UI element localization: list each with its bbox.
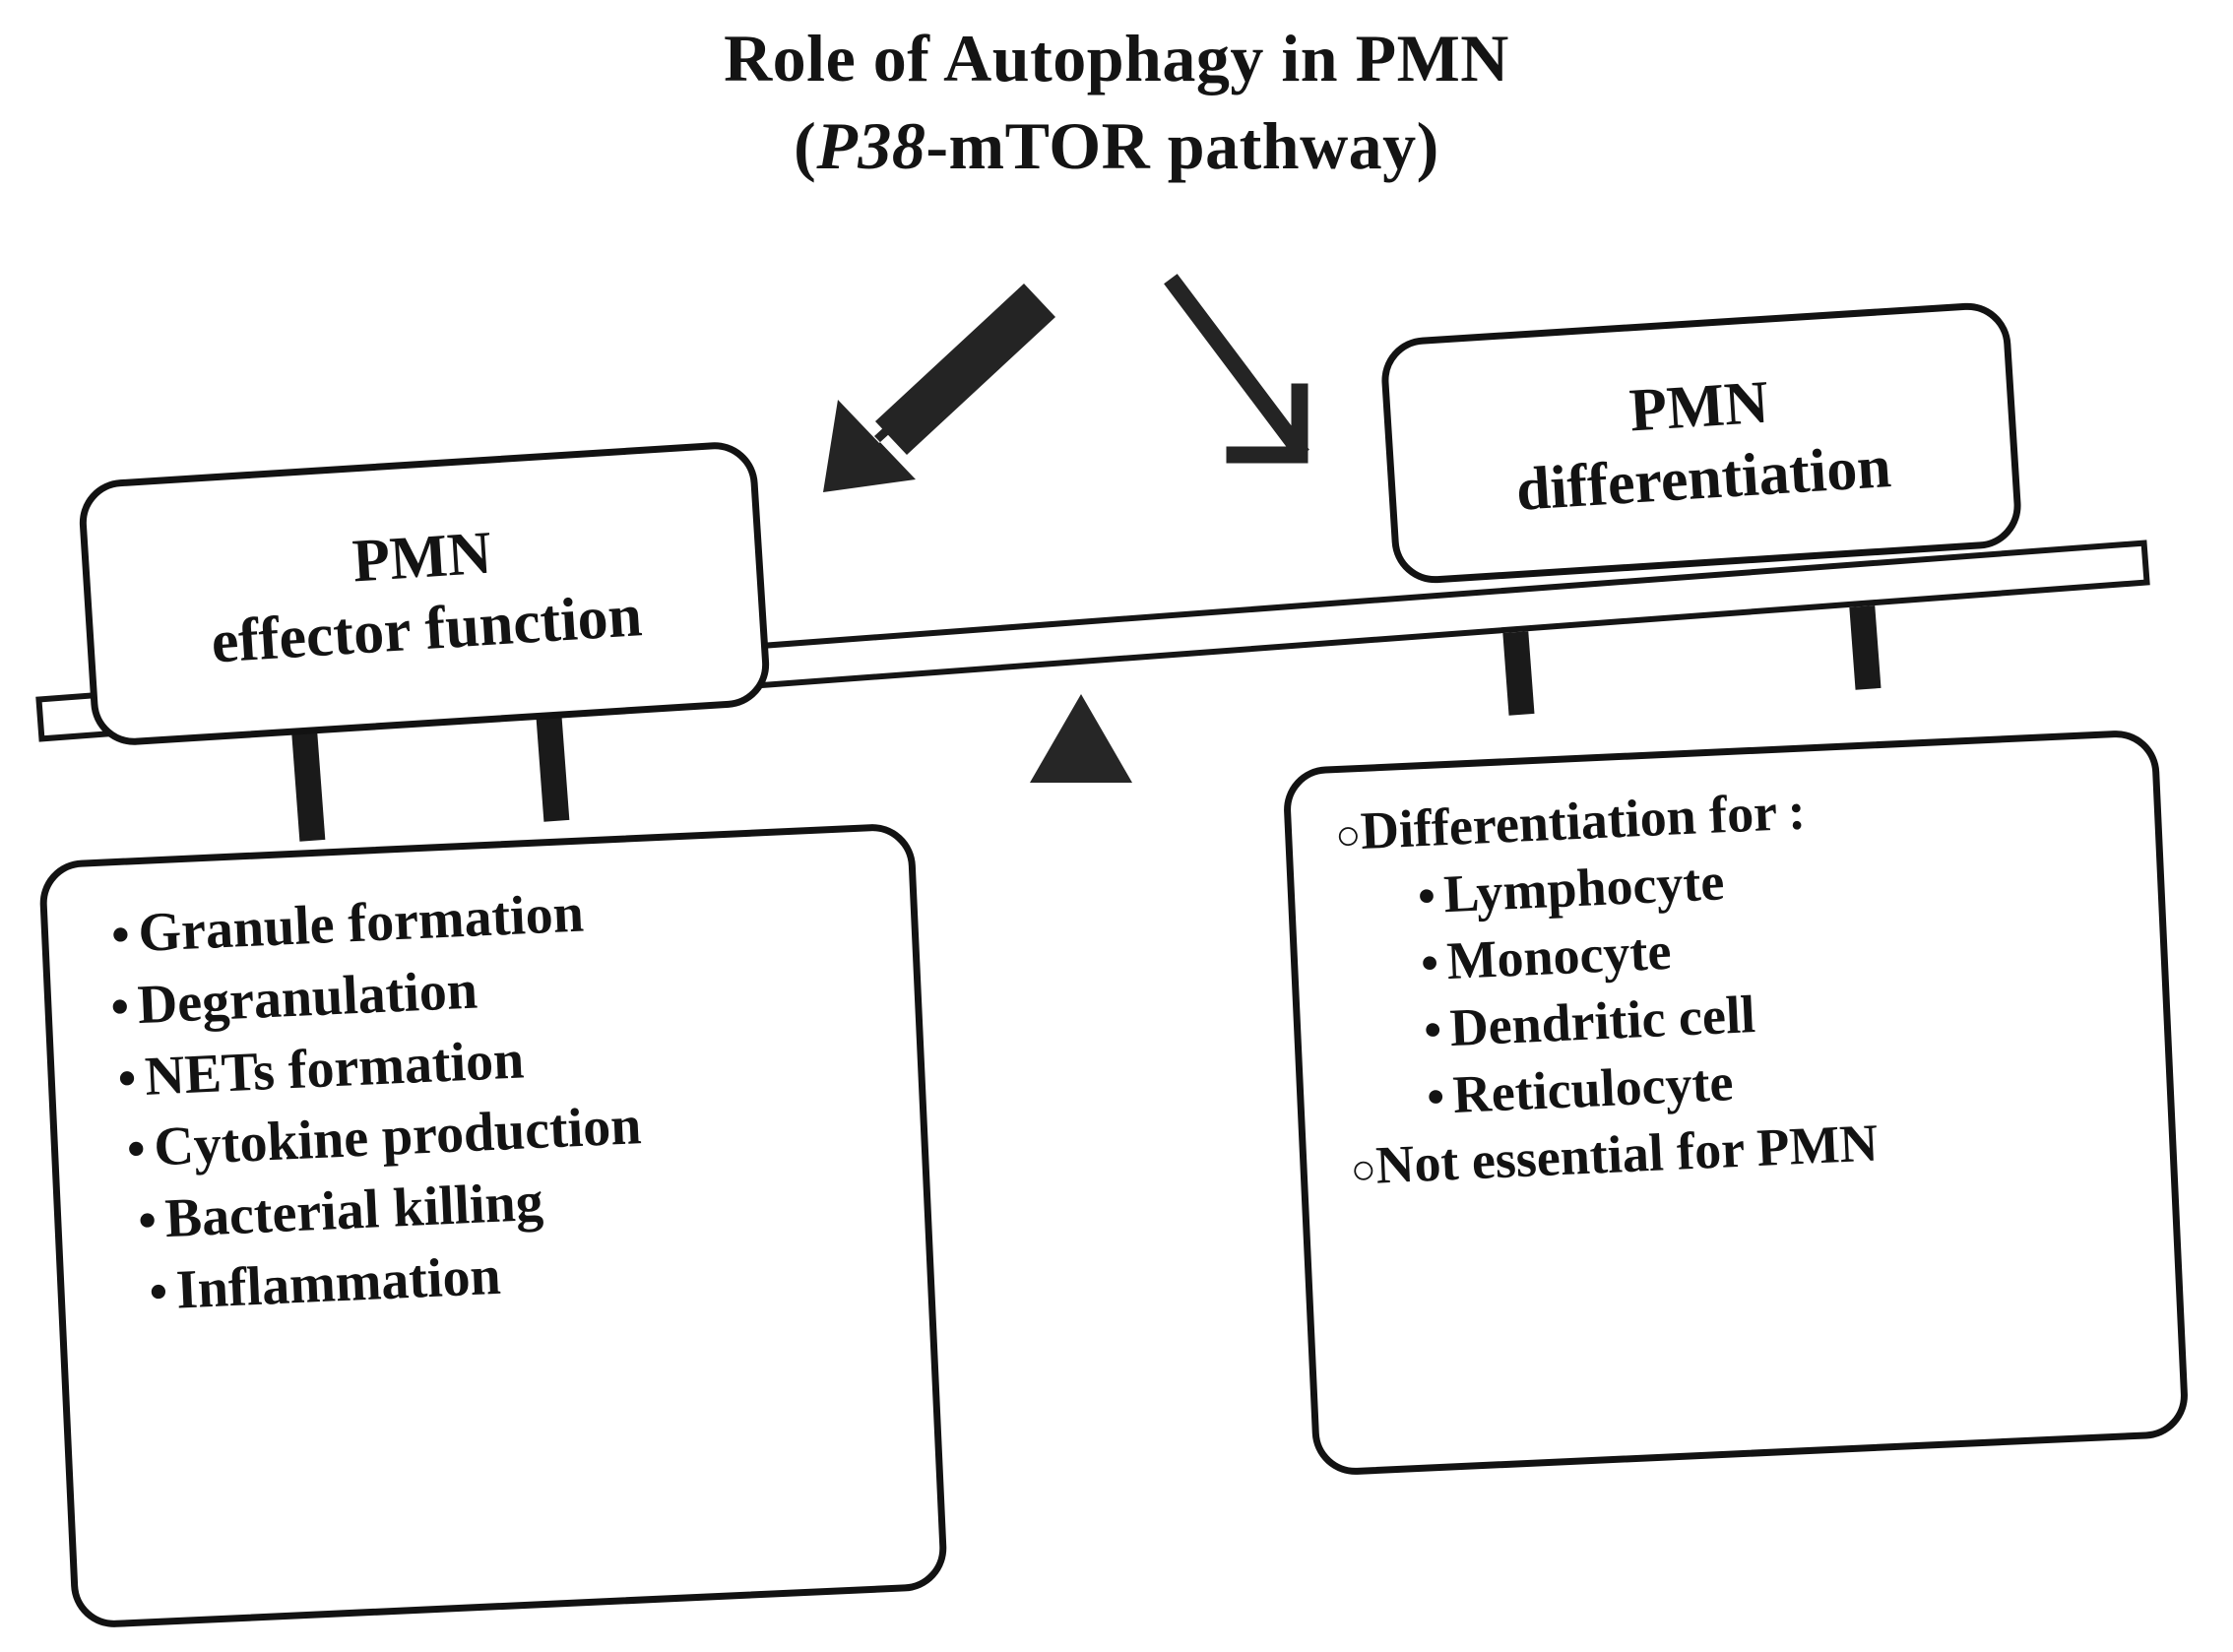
differentiation-list-box: ○ Differentiation for : • Lymphocyte • M…: [1282, 729, 2190, 1477]
title-line-1: Role of Autophagy in PMN: [724, 21, 1509, 95]
filled-bullet-icon: •: [137, 1191, 159, 1250]
hollow-circle-bullet-icon: ○: [1349, 1146, 1377, 1194]
pmn-differentiation-label: PMN differentiation: [1494, 358, 1909, 528]
triangle-fulcrum-icon: [1030, 694, 1132, 783]
pmn-effector-function-box: PMN effector function: [77, 439, 772, 748]
pmn-differentiation-box: PMN differentiation: [1378, 300, 2024, 586]
filled-bullet-icon: •: [1423, 1001, 1443, 1058]
diagram-title: Role of Autophagy in PMN (P38-mTOR pathw…: [0, 18, 2233, 187]
pmn-effector-function-label: PMN effector function: [189, 507, 660, 680]
filled-bullet-icon: •: [125, 1120, 147, 1179]
list-item-label: Lymphocyte: [1442, 852, 1726, 924]
effector-function-list: • Granule formation • Degranulation • NE…: [98, 864, 899, 1329]
thick-arrow-down-left-icon: [823, 284, 1055, 492]
hanger-post-left-1: [290, 724, 326, 842]
hanger-post-left-2: [535, 704, 570, 822]
list-item-label: Monocyte: [1445, 921, 1673, 991]
title-pathway-rest: -mTOR pathway): [925, 107, 1439, 183]
hollow-circle-bullet-icon: ○: [1334, 812, 1363, 860]
list-item-label: Inflammation: [174, 1244, 502, 1321]
filled-bullet-icon: •: [1416, 867, 1437, 924]
filled-bullet-icon: •: [109, 906, 131, 965]
filled-bullet-icon: •: [148, 1263, 169, 1321]
thin-arrow-down-right-icon: [1164, 274, 1309, 464]
title-paren-open: (: [794, 107, 817, 183]
filled-bullet-icon: •: [1419, 934, 1440, 991]
filled-bullet-icon: •: [109, 978, 131, 1037]
effector-function-list-box: • Granule formation • Degranulation • NE…: [37, 822, 949, 1629]
filled-bullet-icon: •: [1426, 1068, 1446, 1125]
differentiation-list: ○ Differentiation for : • Lymphocyte • M…: [1334, 762, 2149, 1200]
filled-bullet-icon: •: [116, 1048, 138, 1108]
title-gene-p38: P38: [816, 107, 926, 183]
title-line-2: (P38-mTOR pathway): [0, 105, 2233, 187]
list-item-label: Reticulocyte: [1451, 1052, 1735, 1125]
